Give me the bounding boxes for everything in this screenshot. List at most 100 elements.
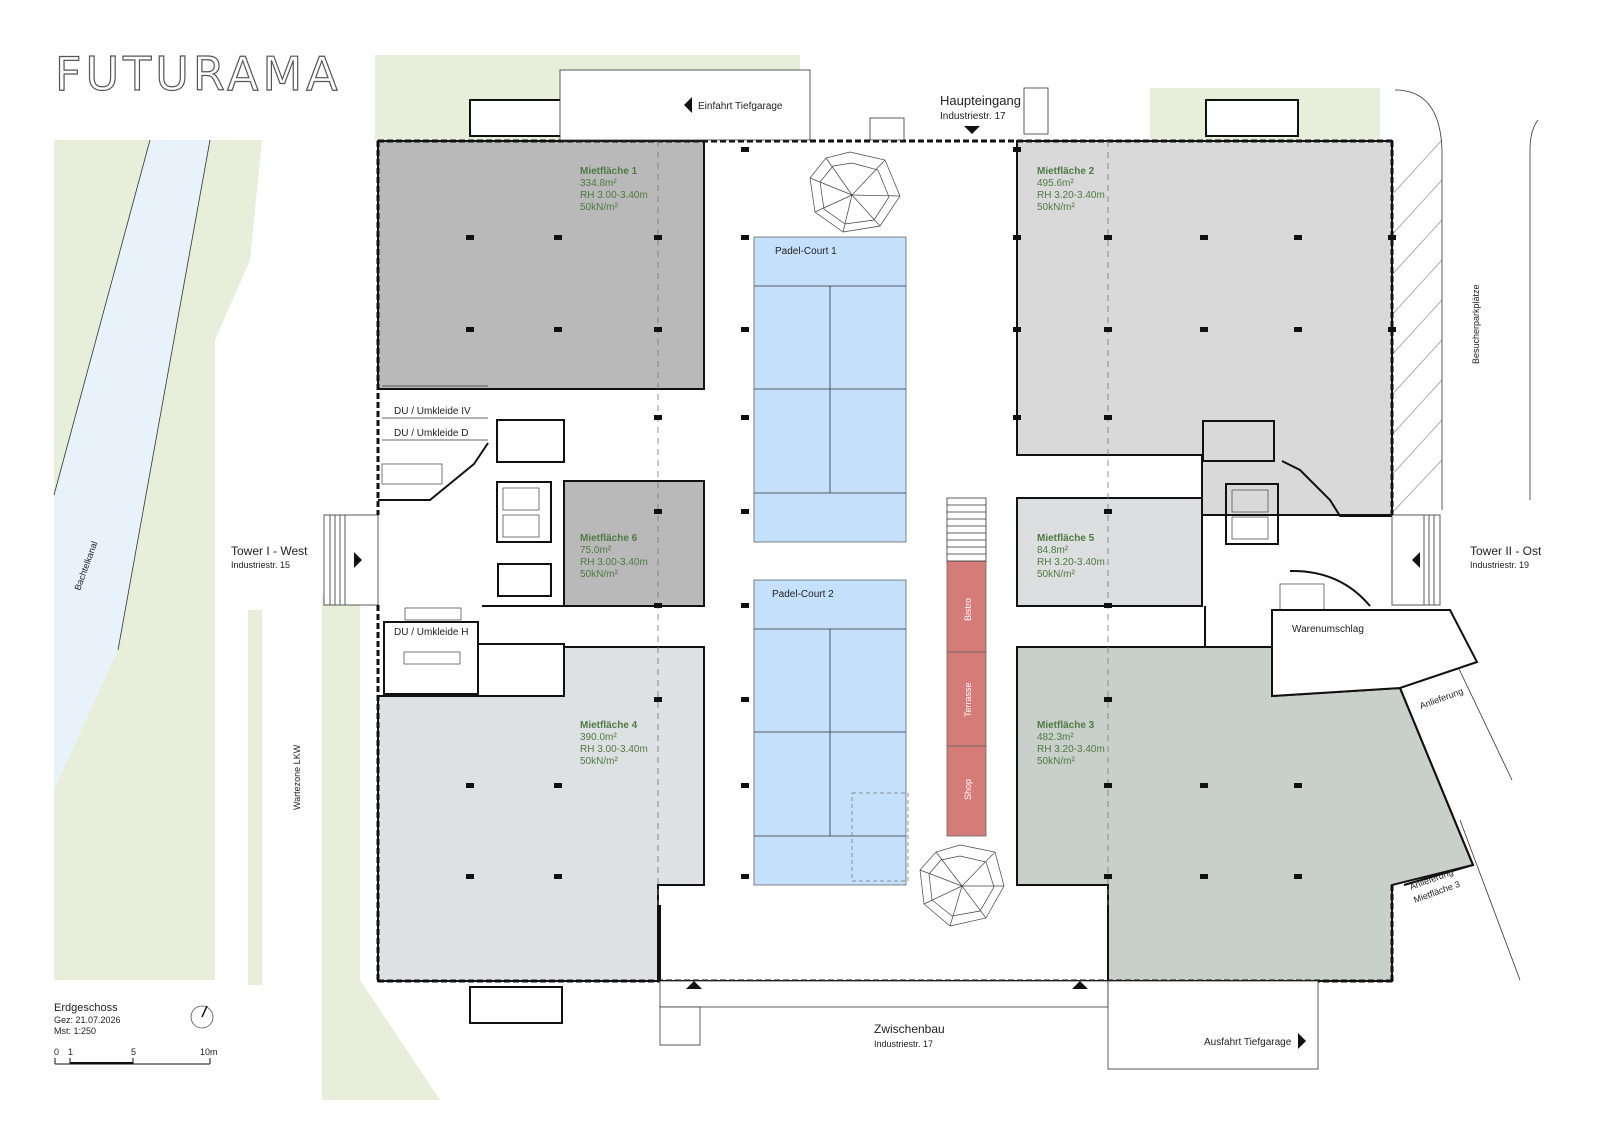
goods-area	[1271, 609, 1479, 698]
bistro-block	[946, 560, 987, 653]
column	[1104, 603, 1112, 608]
visitor-parking-label: Besucherparkplätze	[1471, 284, 1481, 364]
rental-unit-4-area: 390.0m²	[580, 732, 617, 743]
column	[1294, 235, 1302, 240]
rental-unit-5-height: RH 3.20-3.40m	[1037, 557, 1105, 568]
column	[1294, 783, 1302, 788]
east-entrance	[1391, 514, 1441, 606]
main-entrance-title: Haupteingang	[940, 93, 1021, 108]
rental-unit-3-load: 50kN/m²	[1037, 756, 1075, 767]
rental-unit-6	[563, 480, 705, 607]
column	[654, 235, 662, 240]
rental-unit-6-height: RH 3.00-3.40m	[580, 557, 648, 568]
rental-unit-4-load: 50kN/m²	[580, 756, 618, 767]
rental-unit-6-load: 50kN/m²	[580, 569, 618, 580]
bistro-stairs	[946, 497, 987, 562]
west-core	[378, 385, 565, 697]
changing-room-h: DU / Umkleide H	[394, 627, 468, 638]
arrow-left-icon	[684, 97, 692, 113]
column	[466, 874, 474, 879]
column	[1200, 783, 1208, 788]
rental-unit-4-height: RH 3.00-3.40m	[580, 744, 648, 755]
brand-logo: FUTURAMA	[55, 47, 342, 101]
truck-zone-label: Wartezone LKW	[292, 744, 302, 810]
column	[554, 874, 562, 879]
column	[654, 603, 662, 608]
column	[654, 415, 662, 420]
rental-unit-6-area: 75.0m²	[580, 545, 612, 556]
rental-unit-5-load: 50kN/m²	[1037, 569, 1075, 580]
rental-unit-3-name: Mietfläche 3	[1037, 720, 1095, 731]
court-1-label: Padel-Court 1	[775, 246, 837, 257]
column	[466, 235, 474, 240]
tree-south	[919, 844, 1005, 927]
column	[1104, 874, 1112, 879]
rental-unit-2-area: 495.6m²	[1037, 178, 1074, 189]
rental-unit-5-area: 84.8m²	[1037, 545, 1069, 556]
rental-unit-3-area: 482.3m²	[1037, 732, 1074, 743]
rental-unit-2-name: Mietfläche 2	[1037, 166, 1095, 177]
column	[1013, 147, 1021, 152]
tree-north	[809, 151, 901, 233]
south-building-address: Industriestr. 17	[874, 1039, 933, 1049]
column	[1104, 415, 1112, 420]
west-tower-title: Tower I - West	[231, 544, 308, 558]
scalebar-label-1: 1	[68, 1047, 73, 1057]
column	[1104, 697, 1112, 702]
arrow-right-icon	[1298, 1033, 1306, 1049]
column	[741, 603, 749, 608]
rental-unit-5	[1016, 497, 1203, 607]
hall-columns	[466, 147, 1396, 879]
rental-unit-5-name: Mietfläche 5	[1037, 533, 1095, 544]
column	[466, 327, 474, 332]
column	[1104, 783, 1112, 788]
garage-in-label: Einfahrt Tiefgarage	[698, 101, 783, 112]
column	[466, 783, 474, 788]
column	[1294, 874, 1302, 879]
rental-unit-1-height: RH 3.00-3.40m	[580, 190, 648, 201]
column	[1013, 235, 1021, 240]
scale-bar	[54, 1058, 211, 1065]
column	[1200, 327, 1208, 332]
arrow-down-icon	[964, 126, 980, 134]
strip-terrace: Terrasse	[963, 682, 973, 717]
scalebar-label-0: 0	[54, 1047, 59, 1057]
rental-unit-1-load: 50kN/m²	[580, 202, 618, 213]
arrow-up-icon	[686, 981, 702, 989]
scalebar-label-10: 10m	[200, 1047, 218, 1057]
column	[741, 874, 749, 879]
north-arrow-icon	[190, 1005, 214, 1029]
strip-shop: Shop	[963, 779, 973, 800]
column	[554, 235, 562, 240]
column	[1013, 415, 1021, 420]
canal	[54, 140, 210, 790]
rental-unit-4-name: Mietfläche 4	[580, 720, 638, 731]
column	[1104, 509, 1112, 514]
shop-block	[946, 745, 987, 837]
east-core	[1202, 420, 1479, 698]
column	[1294, 327, 1302, 332]
column	[1200, 874, 1208, 879]
column	[1013, 327, 1021, 332]
rental-unit-3-height: RH 3.20-3.40m	[1037, 744, 1105, 755]
column	[1104, 327, 1112, 332]
column	[741, 697, 749, 702]
rental-unit-1	[377, 140, 705, 390]
column	[1388, 235, 1396, 240]
arrow-up-icon	[1072, 981, 1088, 989]
garage-out-label: Ausfahrt Tiefgarage	[1204, 1037, 1292, 1048]
column	[741, 147, 749, 152]
column	[741, 415, 749, 420]
column	[554, 783, 562, 788]
column	[654, 509, 662, 514]
scalebar-label-5: 5	[131, 1047, 136, 1057]
plan-drawn-date: Gez: 21.07.2026	[54, 1015, 121, 1025]
rental-unit-2-height: RH 3.20-3.40m	[1037, 190, 1105, 201]
column	[741, 509, 749, 514]
column	[654, 327, 662, 332]
rental-unit-6-name: Mietfläche 6	[580, 533, 638, 544]
changing-room-iv: DU / Umkleide IV	[394, 406, 471, 417]
west-entrance	[323, 514, 379, 606]
delivery-label: Anlieferung	[1418, 686, 1464, 711]
column	[654, 697, 662, 702]
